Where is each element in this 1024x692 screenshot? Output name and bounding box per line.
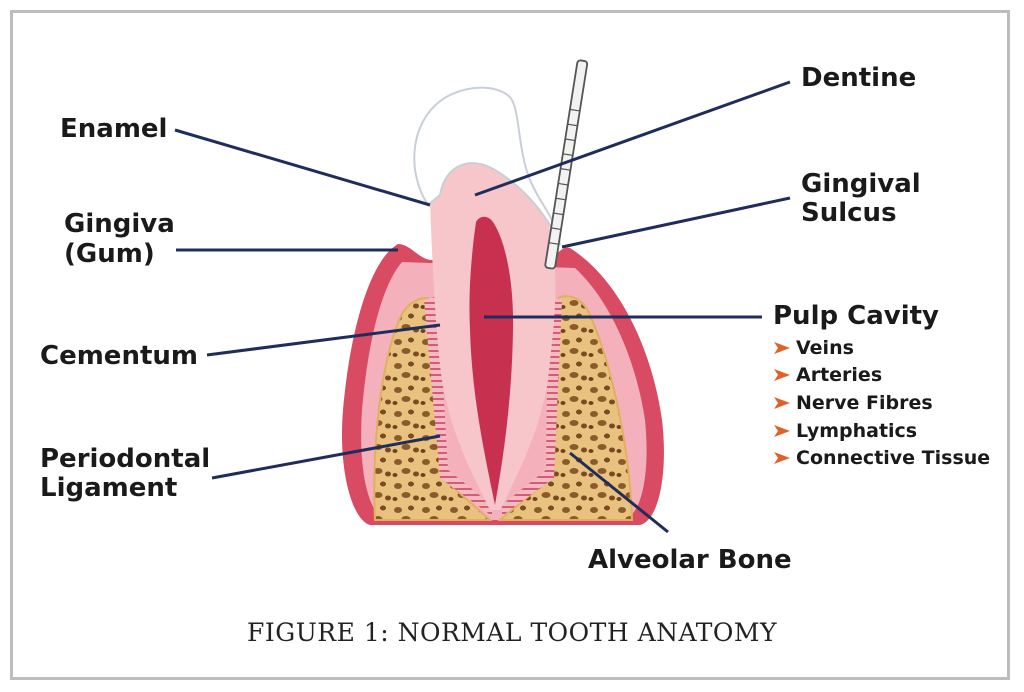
- gingival-sulcus-leader-line: [561, 196, 791, 249]
- label-alveolar-bone: Alveolar Bone: [588, 545, 792, 575]
- label-pulp-cavity: Pulp Cavity: [773, 301, 940, 331]
- figure-border: [10, 10, 1010, 680]
- dentine-leader-line: [474, 80, 791, 197]
- arrow-icon: [774, 425, 790, 437]
- enamel-shape: [413, 86, 561, 246]
- pulp-cavity-shape: [469, 216, 514, 505]
- figure-caption: FIGURE 1: NORMAL TOOTH ANATOMY: [247, 618, 777, 647]
- label-sulcus: Sulcus: [801, 198, 897, 228]
- pulp-item-label: Veins: [796, 337, 854, 359]
- pulp-item-nerve-fibres: Nerve Fibres: [774, 392, 933, 414]
- periodontal-probe: [544, 59, 589, 270]
- enamel-leader-line: [174, 128, 431, 207]
- cementum-leader-line: [206, 323, 441, 357]
- label-gingiva: Gingiva: [64, 209, 175, 239]
- pulp-item-label: Connective Tissue: [796, 447, 991, 469]
- pulp-item-arteries: Arteries: [774, 364, 882, 386]
- pulp-item-label: Nerve Fibres: [796, 392, 933, 414]
- pulp-item-connective-tissue: Connective Tissue: [774, 447, 990, 469]
- pulp-item-label: Lymphatics: [796, 420, 918, 442]
- arrow-icon: [774, 397, 790, 409]
- label-periodontal: Periodontal: [40, 444, 211, 474]
- arrow-icon: [774, 342, 790, 354]
- pulp-item-veins: Veins: [774, 337, 854, 359]
- label-enamel: Enamel: [60, 114, 168, 144]
- label-dentine: Dentine: [801, 63, 917, 93]
- arrow-icon: [774, 452, 790, 464]
- alveolar-bone-right: [497, 295, 634, 521]
- pulp-item-label: Arteries: [796, 364, 883, 386]
- label-ligament: Ligament: [40, 473, 178, 503]
- label-cementum: Cementum: [40, 341, 198, 371]
- label-gum: (Gum): [64, 239, 155, 269]
- arrow-icon: [774, 369, 790, 381]
- periodontal-ligament-right: [502, 296, 562, 516]
- alveolar-bone-leader-line: [569, 451, 669, 534]
- label-gingival: Gingival: [801, 169, 921, 199]
- pulp-item-lymphatics: Lymphatics: [774, 420, 917, 442]
- periodontal-leader-line: [211, 434, 441, 480]
